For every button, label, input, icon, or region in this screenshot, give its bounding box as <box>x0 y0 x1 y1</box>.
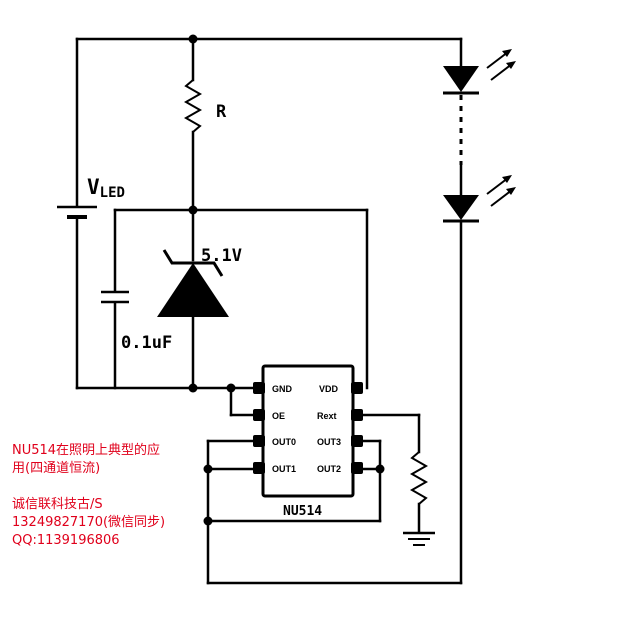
pin-out0: OUT0 <box>272 437 296 447</box>
capacitor-symbol <box>101 290 129 304</box>
rext-resistor <box>409 451 429 505</box>
ground-symbol <box>403 531 435 546</box>
led-1 <box>443 49 516 95</box>
resistor-label: R <box>216 102 227 122</box>
pin-oe: OE <box>272 411 285 421</box>
ic-name-label: NU514 <box>283 504 322 519</box>
ic-body <box>261 364 355 498</box>
capacitor-label: 0.1uF <box>121 333 172 353</box>
supply-label: VLED <box>87 175 125 201</box>
ic-pins <box>253 382 363 474</box>
pin-vdd: VDD <box>319 384 339 394</box>
note-line: QQ:1139196806 <box>12 533 120 548</box>
note-line: 13249827170(微信同步) <box>12 515 166 530</box>
zener-diode <box>157 249 229 317</box>
led-2 <box>443 175 516 223</box>
pin-out2: OUT2 <box>317 464 341 474</box>
zener-label: 5.1V <box>201 246 242 266</box>
pin-rext: Rext <box>317 411 337 421</box>
battery-symbol <box>57 205 97 219</box>
resistor-r <box>183 79 203 133</box>
note-line: 诚信联科技古/S <box>12 497 103 512</box>
note-line <box>12 478 222 496</box>
application-note: NU514在照明上典型的应 用(四通道恒流) 诚信联科技古/S 13249827… <box>12 442 222 550</box>
pin-out3: OUT3 <box>317 437 341 447</box>
pin-out1: OUT1 <box>272 464 296 474</box>
pin-gnd: GND <box>272 384 293 394</box>
note-line: NU514在照明上典型的应 <box>12 443 161 458</box>
note-line: 用(四通道恒流) <box>12 461 101 476</box>
